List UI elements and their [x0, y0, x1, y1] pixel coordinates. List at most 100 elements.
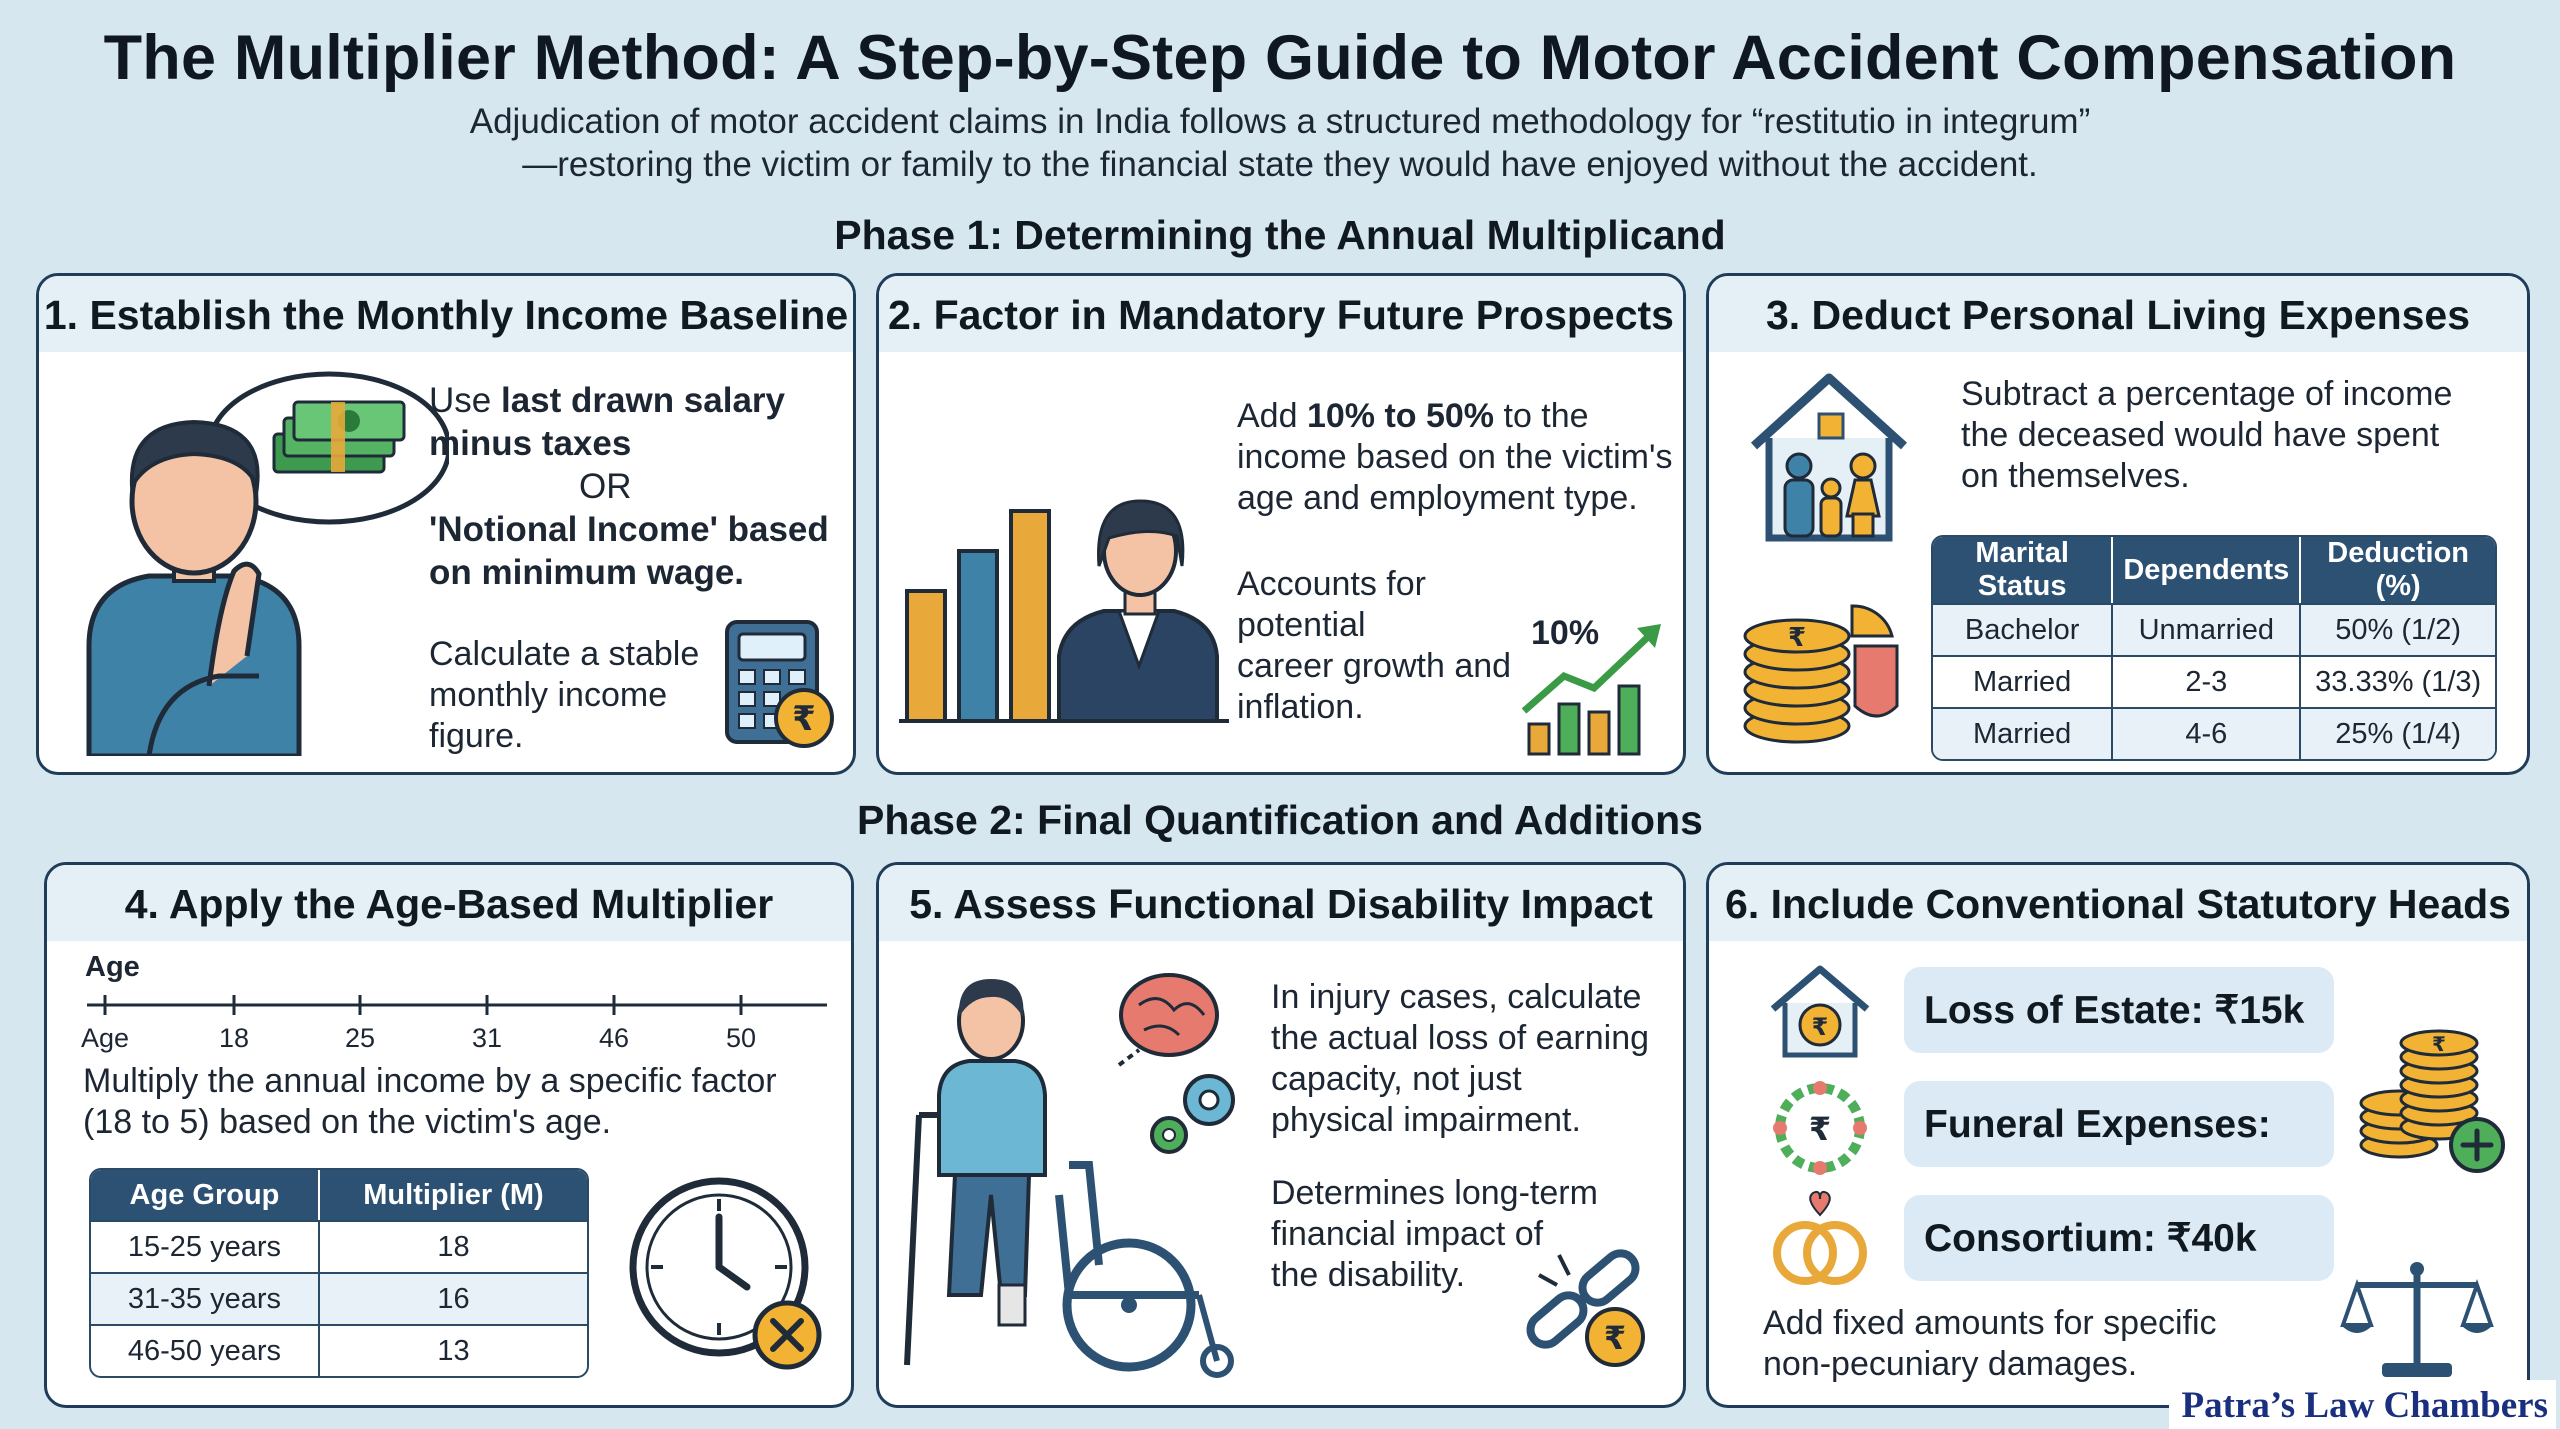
- accounts-line-3: inflation.: [1237, 688, 1364, 726]
- funeral-expenses-pill: Funeral Expenses: ₹15k: [1904, 1081, 2334, 1234]
- deduct-line-3: on themselves.: [1961, 457, 2190, 495]
- card-6-title: 6. Include Conventional Statutory Heads: [1709, 865, 2527, 941]
- minus-taxes-text: minus taxes: [429, 424, 632, 463]
- svg-text:₹: ₹: [1809, 1110, 1831, 1148]
- table-row: 31-35 years 16: [91, 1272, 587, 1324]
- table-cell: Married: [1933, 707, 2114, 759]
- table-row: 15-25 years 18: [91, 1220, 587, 1272]
- card-2-accounts-note: Accounts for potential career growth and…: [1237, 564, 1557, 728]
- col-marital-status: Marital Status: [1933, 537, 2114, 603]
- card-2-description: Add 10% to 50% to the income based on th…: [1237, 396, 1677, 519]
- table-cell: Bachelor: [1933, 603, 2114, 655]
- table-cell: 18: [319, 1220, 587, 1272]
- card-living-expenses: 3. Deduct Personal Living Expenses Subtr…: [1706, 273, 2530, 775]
- disability-person-icon: [904, 979, 1234, 1378]
- page-subtitle: Adjudication of motor accident claims in…: [280, 100, 2280, 186]
- prospects-line-2: income based on the victim's: [1237, 438, 1673, 476]
- professional-growth-icon: [899, 499, 1229, 723]
- card-1-calc-note: Calculate a stable monthly income figure…: [429, 634, 729, 757]
- card-age-multiplier: 4. Apply the Age-Based Multiplier Age Ag…: [44, 862, 854, 1408]
- col-deduction: Deduction (%): [2301, 537, 2495, 603]
- table-cell: 4-6: [2113, 707, 2302, 759]
- svg-text:₹: ₹: [1788, 623, 1806, 653]
- calc-line-1: Calculate a stable: [429, 635, 700, 673]
- col-age-group: Age Group: [91, 1170, 320, 1220]
- age-axis-title: Age: [85, 951, 140, 983]
- subtitle-line-1: Adjudication of motor accident claims in…: [469, 102, 2091, 141]
- calculator-rupee-icon: ₹: [725, 620, 834, 748]
- use-text: Use: [429, 381, 492, 420]
- add-text: Add: [1237, 397, 1298, 435]
- card-6-note: Add fixed amounts for specific non-pecun…: [1763, 1303, 2283, 1385]
- note-line-2: non-pecuniary damages.: [1763, 1345, 2138, 1383]
- accounts-line-1: Accounts for potential: [1237, 565, 1426, 644]
- notional-text-2: on minimum wage.: [429, 553, 745, 592]
- table-cell: 25% (1/4): [2301, 707, 2495, 759]
- brain-gears-icon: [1117, 973, 1235, 1154]
- to-the-text: to the: [1503, 397, 1589, 435]
- or-text: OR: [579, 467, 632, 506]
- age-tick: 31: [472, 1023, 502, 1053]
- table-cell: Unmarried: [2113, 603, 2302, 655]
- age-tick: 18: [219, 1023, 249, 1053]
- table-row: 46-50 years 13: [91, 1324, 587, 1376]
- note-line-1: Add fixed amounts for specific: [1763, 1304, 2217, 1342]
- age-tick: 46: [599, 1023, 629, 1053]
- disability-line-4: physical impairment.: [1271, 1101, 1581, 1139]
- disability-line-1: In injury cases, calculate: [1271, 978, 1642, 1016]
- house-rupee-icon: ₹: [1770, 965, 1870, 1058]
- card-5-impact-note: Determines long-term financial impact of…: [1271, 1173, 1601, 1296]
- multiplier-line-1: Multiply the annual income by a specific…: [83, 1062, 777, 1100]
- table-cell: 16: [319, 1272, 587, 1324]
- age-multiplier-table: Age Group Multiplier (M) 15-25 years 18 …: [89, 1168, 589, 1378]
- table-row: Married 4-6 25% (1/4): [1933, 707, 2495, 759]
- growth-badge: 10%: [1531, 614, 1600, 652]
- table-cell: 33.33% (1/3): [2301, 655, 2495, 707]
- card-2-title: 2. Factor in Mandatory Future Prospects: [879, 276, 1683, 352]
- age-timeline: Age 18 25 31 46 50: [81, 995, 827, 1053]
- living-expense-table: Marital Status Dependents Deduction (%) …: [1931, 535, 2497, 761]
- col-multiplier: Multiplier (M): [319, 1170, 587, 1220]
- age-tick: Age: [81, 1023, 129, 1053]
- wreath-rupee-icon: ₹: [1773, 1081, 1867, 1175]
- card-functional-disability: 5. Assess Functional Disability Impact I…: [876, 862, 1686, 1408]
- col-dependents: Dependents: [2113, 537, 2302, 603]
- table-row: Bachelor Unmarried 50% (1/2): [1933, 603, 2495, 655]
- accounts-line-2: career growth and: [1237, 647, 1512, 685]
- calc-line-2: monthly income: [429, 676, 668, 714]
- cash-stack-icon: [272, 400, 406, 474]
- table-cell: 2-3: [2113, 655, 2302, 707]
- svg-text:₹: ₹: [1812, 1013, 1829, 1041]
- svg-text:₹: ₹: [2432, 1032, 2446, 1056]
- salary-text: last drawn salary: [500, 381, 786, 420]
- clock-icon: [629, 1177, 822, 1370]
- phase-2-heading: Phase 2: Final Quantification and Additi…: [857, 797, 1703, 843]
- table-row: Married 2-3 33.33% (1/3): [1933, 655, 2495, 707]
- card-monthly-income: 1. Establish the Monthly Income Baseline…: [36, 273, 856, 775]
- multiplier-line-2: (18 to 5) based on the victim's age.: [83, 1103, 612, 1141]
- range-text: 10% to 50%: [1306, 397, 1495, 435]
- card-3-description: Subtract a percentage of income the dece…: [1961, 374, 2511, 497]
- card-3-title: 3. Deduct Personal Living Expenses: [1709, 276, 2527, 352]
- table-cell: 31-35 years: [91, 1272, 320, 1324]
- subtitle-line-2: —restoring the victim or family to the f…: [522, 145, 2038, 184]
- table-header-row: Marital Status Dependents Deduction (%): [1933, 537, 2495, 603]
- table-header-row: Age Group Multiplier (M): [91, 1170, 587, 1220]
- prospects-line-3: age and employment type.: [1237, 479, 1638, 517]
- calc-line-3: figure.: [429, 717, 524, 755]
- deduct-line-1: Subtract a percentage of income: [1961, 375, 2453, 413]
- card-future-prospects: 2. Factor in Mandatory Future Prospects …: [876, 273, 1686, 775]
- growth-chart-icon: [1521, 624, 1661, 756]
- table-cell: 15-25 years: [91, 1220, 320, 1272]
- card-1-title: 1. Establish the Monthly Income Baseline: [39, 276, 853, 352]
- coins-plus-icon: ₹: [2359, 1029, 2505, 1173]
- scales-of-justice-icon: [2340, 1262, 2494, 1377]
- thinking-person-icon: [86, 371, 449, 756]
- disability-line-2: the actual loss of earning: [1271, 1019, 1650, 1057]
- family-house-icon: [1750, 373, 1908, 542]
- card-1-description: Use last drawn salary minus taxes OR 'No…: [429, 379, 839, 594]
- impact-line-3: the disability.: [1271, 1256, 1466, 1294]
- phase-1-heading: Phase 1: Determining the Annual Multipli…: [834, 212, 1726, 258]
- age-tick: 50: [726, 1023, 756, 1053]
- card-5-title: 5. Assess Functional Disability Impact: [879, 865, 1683, 941]
